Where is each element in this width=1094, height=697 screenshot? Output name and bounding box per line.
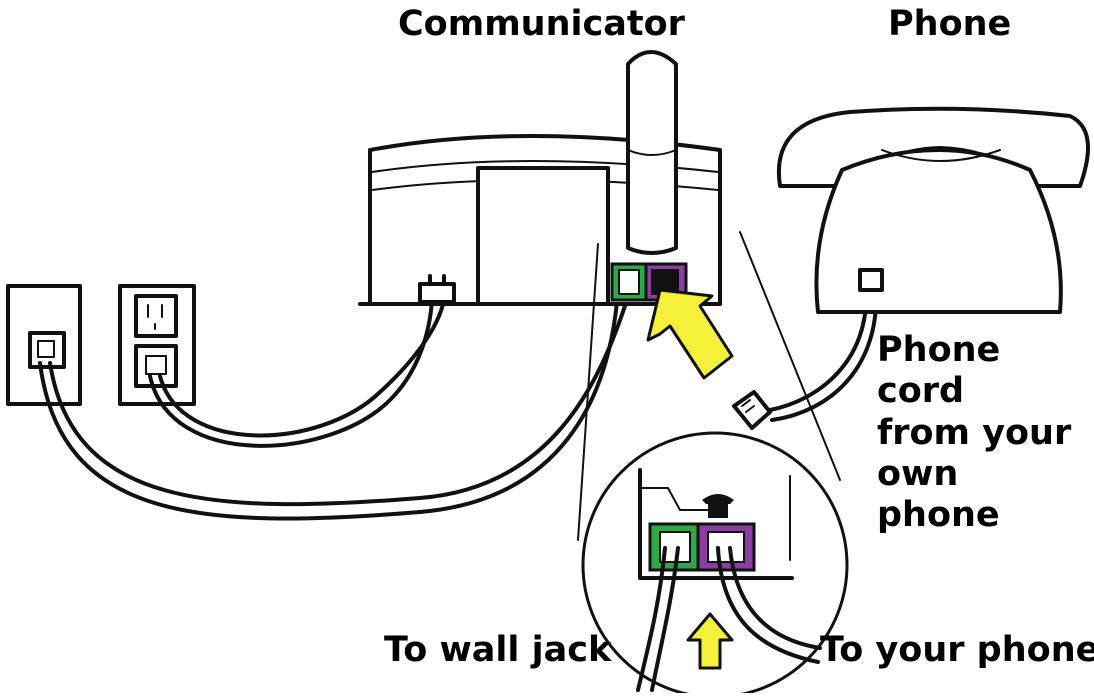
communicator-label: Communicator xyxy=(398,4,685,44)
arrow-icon xyxy=(646,288,734,380)
phone-cord-label-line: Phone cord xyxy=(877,330,1001,412)
to-your-phone-label: To your phone xyxy=(820,630,1094,670)
phone-cord-label: Phone cord from your own phone xyxy=(877,330,1092,536)
phone-cord-label-line: own phone xyxy=(877,453,1000,536)
to-wall-jack-label: To wall jack xyxy=(384,630,612,670)
cords xyxy=(38,286,879,521)
communicator-device xyxy=(358,50,722,306)
phone-cord-label-line: from your xyxy=(877,412,1072,453)
phone-plug xyxy=(732,390,772,430)
telephone xyxy=(776,106,1090,314)
zoom-inset xyxy=(581,431,849,697)
phone-label: Phone xyxy=(888,4,1012,44)
zoom-lines xyxy=(577,231,841,541)
power-outlet xyxy=(118,284,196,406)
